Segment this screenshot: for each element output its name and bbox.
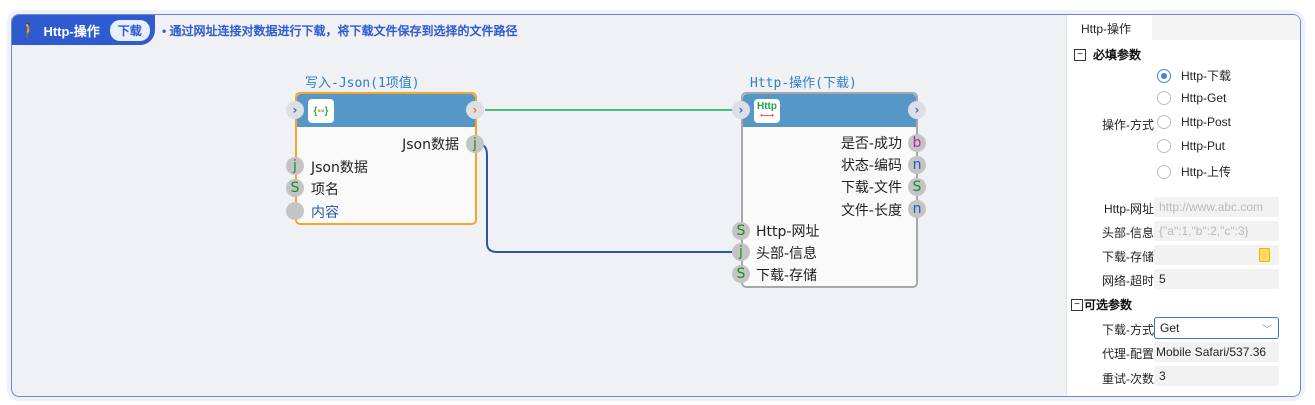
radio-http-upload[interactable]: Http-上传 xyxy=(1157,163,1231,180)
input-label: 头部-信息 xyxy=(756,246,818,262)
radio-icon[interactable] xyxy=(1157,91,1171,105)
output-label: 是否-成功 xyxy=(840,136,902,152)
canvas[interactable]: 🚶 Http-操作 下载 • 通过网址连接对数据进行下载，将下载文件保存到选择的… xyxy=(12,15,1066,396)
input-label: Json数据 xyxy=(311,160,368,176)
header-input[interactable]: {"a":1,"b":2,"c":3} xyxy=(1154,221,1279,241)
collapse-icon[interactable]: − xyxy=(1071,298,1083,311)
walker-icon: 🚶 xyxy=(20,21,38,38)
data-wire-json xyxy=(477,143,734,253)
radio-http-download[interactable]: Http-下载 xyxy=(1157,67,1231,84)
input-port-s[interactable]: S xyxy=(732,265,750,283)
output-label: Json数据 xyxy=(402,137,459,153)
url-label: Http-网址 xyxy=(1103,202,1154,216)
storage-input[interactable] xyxy=(1154,245,1279,265)
method-label: 下载-方式 xyxy=(1102,323,1154,337)
output-label: 文件-长度 xyxy=(840,203,902,219)
flow-out-port[interactable]: › xyxy=(466,101,484,119)
flow-in-port[interactable]: › xyxy=(286,101,304,119)
input-label: 下载-存储 xyxy=(756,268,818,284)
header-label: 头部-信息 xyxy=(1102,226,1154,240)
output-port-n[interactable]: n xyxy=(908,200,926,218)
input-label: Http-网址 xyxy=(756,224,820,240)
input-port-s[interactable]: S xyxy=(286,179,304,197)
input-label: 项名 xyxy=(311,182,339,198)
retry-label: 重试-次数 xyxy=(1102,372,1154,386)
radio-icon[interactable] xyxy=(1157,139,1171,153)
folder-icon[interactable] xyxy=(1259,248,1270,262)
output-label: 下载-文件 xyxy=(840,180,902,196)
proxy-label: 代理-配置 xyxy=(1102,347,1154,361)
operation-label: 操作-方式 xyxy=(1102,118,1154,132)
node-header: Http •—• xyxy=(743,94,916,127)
retry-input[interactable]: 3 xyxy=(1154,366,1279,386)
chevron-down-icon: ﹀ xyxy=(1262,325,1272,336)
output-port-b[interactable]: b xyxy=(908,134,926,152)
tab-http-op[interactable]: Http-操作 xyxy=(1067,15,1152,40)
output-port-j[interactable]: j xyxy=(466,135,484,153)
input-port-s[interactable]: S xyxy=(732,222,750,240)
node-title-json-write: 写入-Json(1项值) xyxy=(305,76,420,91)
header-title: Http-操作 xyxy=(43,23,100,39)
collapse-icon[interactable]: − xyxy=(1074,48,1086,61)
node-title-http: Http-操作(下载) xyxy=(750,76,857,91)
input-port-j[interactable]: j xyxy=(732,243,750,261)
proxy-input[interactable]: Mobile Safari/537.36 xyxy=(1154,342,1279,362)
http-icon: Http •—• xyxy=(754,99,780,123)
timeout-input[interactable]: 5 xyxy=(1154,269,1279,289)
timeout-label: 网络-超时 xyxy=(1102,274,1154,288)
radio-http-put[interactable]: Http-Put xyxy=(1157,139,1225,153)
radio-http-get[interactable]: Http-Get xyxy=(1157,91,1226,105)
output-port-n[interactable]: n xyxy=(908,156,926,174)
output-port-s[interactable]: S xyxy=(908,178,926,196)
flow-out-port[interactable]: › xyxy=(908,101,926,119)
url-input[interactable]: http://www.abc.com xyxy=(1154,197,1279,217)
radio-icon[interactable] xyxy=(1157,115,1171,129)
flow-in-port[interactable]: › xyxy=(732,101,750,119)
storage-label: 下载-存储 xyxy=(1102,250,1154,264)
header-description: • 通过网址连接对数据进行下载，将下载文件保存到选择的文件路径 xyxy=(162,24,518,38)
node-http-op[interactable]: Http •—• xyxy=(741,92,918,288)
required-section-header[interactable]: − 必填参数 xyxy=(1074,46,1141,63)
output-label: 状态-编码 xyxy=(840,158,902,174)
method-select[interactable]: Get ﹀ xyxy=(1154,317,1279,339)
input-port-any[interactable] xyxy=(286,202,304,220)
radio-checked-icon[interactable] xyxy=(1157,68,1171,83)
workflow-editor: 🚶 Http-操作 下载 • 通过网址连接对数据进行下载，将下载文件保存到选择的… xyxy=(11,14,1301,397)
header-pill: 🚶 Http-操作 下载 xyxy=(12,15,155,45)
radio-http-post[interactable]: Http-Post xyxy=(1157,115,1231,129)
optional-section-header[interactable]: − 可选参数 xyxy=(1071,296,1132,313)
radio-icon[interactable] xyxy=(1157,164,1171,179)
input-port-j[interactable]: j xyxy=(286,157,304,175)
property-panel: Http-操作 − 必填参数 Http-下载 Http-Get 操作-方式 Ht… xyxy=(1066,15,1300,396)
tab-bar: Http-操作 xyxy=(1067,15,1300,40)
node-header: {▪▪} xyxy=(297,94,475,127)
json-edit-icon: {▪▪} xyxy=(308,99,334,123)
input-label: 内容 xyxy=(311,205,339,221)
mode-badge[interactable]: 下载 xyxy=(109,19,150,41)
